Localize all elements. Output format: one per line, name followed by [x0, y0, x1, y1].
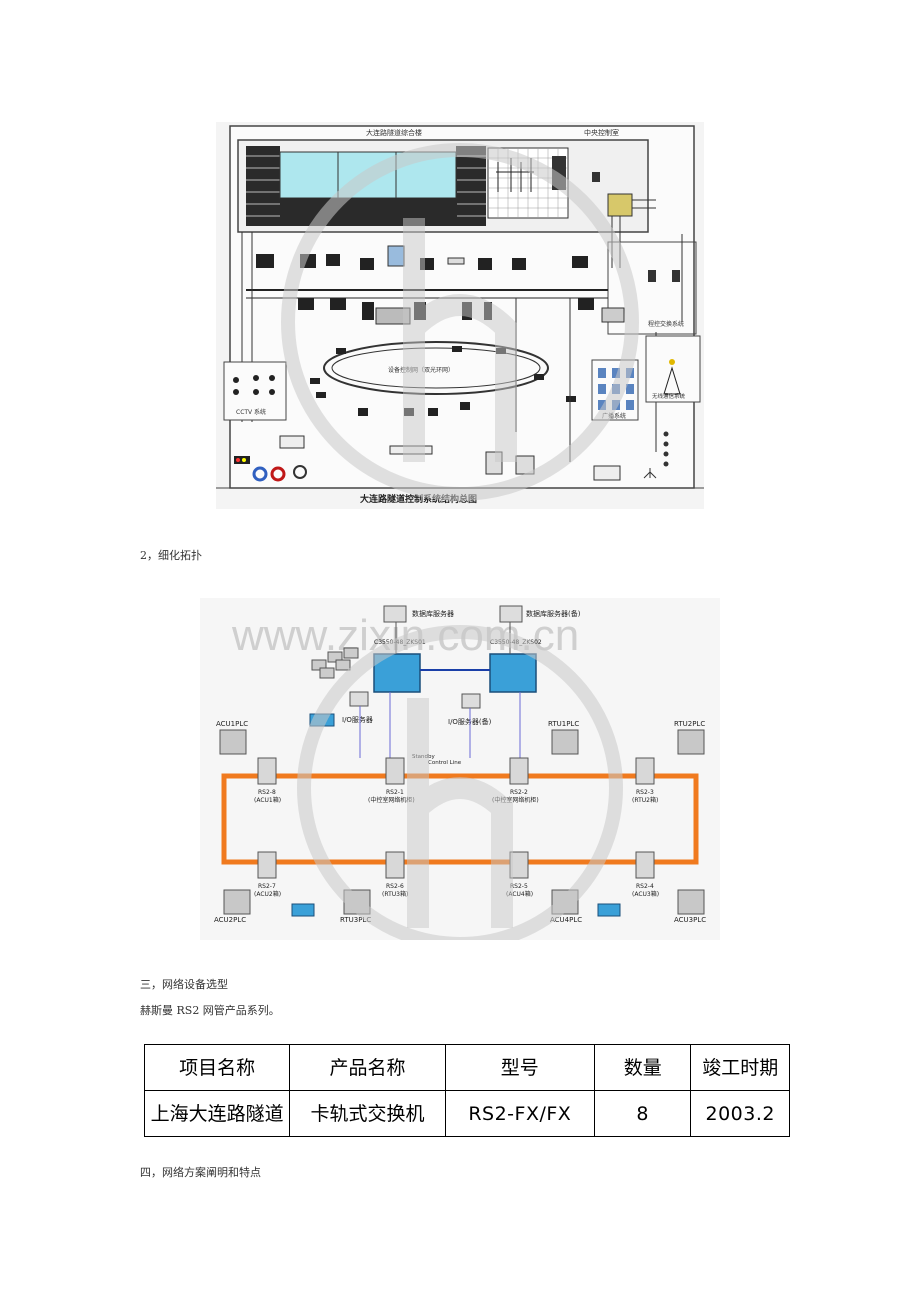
header-quantity: 数量 [593, 1044, 692, 1091]
rs-top-2-name: RS2-1 [386, 789, 404, 796]
system-overview-svg: 设备控制网（双光环网） CCTV 系统 [216, 122, 704, 509]
header-project: 项目名称 [143, 1044, 291, 1091]
rs-bottom-1-sub: (ACU2箱) [254, 890, 281, 898]
header-completion: 竣工时期 [690, 1044, 790, 1091]
cell-quantity: 8 [593, 1090, 692, 1137]
system-overview-diagram: 设备控制网（双光环网） CCTV 系统 [216, 122, 704, 509]
topology-diagram: www.zixin.com.cn 数据库服务器 数据库服务器(备) C3550-… [200, 598, 720, 951]
plc-top-3: RTU2PLC [674, 720, 705, 728]
plc-bottom-1: ACU2PLC [214, 916, 246, 924]
rs-bottom-3-sub: (ACU4箱) [506, 890, 533, 898]
cctv-label: CCTV 系统 [236, 408, 266, 416]
rs-top-3-sub: (中控室网络机柜) [492, 796, 539, 804]
plc-bottom-3: ACU4PLC [550, 916, 582, 924]
plc-top-2: RTU1PLC [548, 720, 579, 728]
broadcast-label: 广播系统 [602, 412, 626, 420]
topology-svg: www.zixin.com.cn 数据库服务器 数据库服务器(备) C3550-… [200, 598, 720, 951]
rs-top-4-sub: (RTU2箱) [632, 796, 658, 804]
rs-bottom-4-sub: (ACU3箱) [632, 890, 659, 898]
section-3-title: 三，网络设备选型 [140, 978, 228, 991]
cell-product: 卡轨式交换机 [289, 1090, 446, 1137]
rs-bottom-1-name: RS2-7 [258, 883, 276, 890]
db-server-backup-label: 数据库服务器(备) [526, 609, 581, 618]
io-server-label: I/O服务器 [342, 715, 373, 724]
plc-top-1: ACU1PLC [216, 720, 248, 728]
rs-top-2-sub: (中控室网络机柜) [368, 796, 415, 804]
rs-bottom-3-name: RS2-5 [510, 883, 528, 890]
cell-completion: 2003.2 [690, 1090, 790, 1137]
rs-bottom-4-name: RS2-4 [636, 883, 654, 890]
cell-model: RS2-FX/FX [444, 1090, 595, 1137]
rs-bottom-2-name: RS2-6 [386, 883, 404, 890]
header-model: 型号 [444, 1044, 595, 1091]
section-4-title: 四，网络方案阐明和特点 [140, 1166, 261, 1179]
table-row: 上海大连路隧道 卡轨式交换机 RS2-FX/FX 8 2003.2 [143, 1090, 790, 1137]
db-server-label: 数据库服务器 [412, 609, 454, 618]
room-title: 中央控制室 [584, 128, 619, 137]
radio-label: 无线通信系统 [652, 392, 686, 400]
section-3-text: 赫斯曼 RS2 网管产品系列。 [140, 1004, 280, 1017]
table-header-row: 项目名称 产品名称 型号 数量 竣工时期 [143, 1044, 790, 1091]
plc-bottom-4: ACU3PLC [674, 916, 706, 924]
rs-top-3-name: RS2-2 [510, 789, 528, 796]
rs-top-1-sub: (ACU1箱) [254, 796, 281, 804]
rs-top-4-name: RS2-3 [636, 789, 654, 796]
equipment-table: 项目名称 产品名称 型号 数量 竣工时期 上海大连路隧道 卡轨式交换机 RS2-… [143, 1044, 790, 1137]
header-product: 产品名称 [289, 1044, 446, 1091]
plc-bottom-2: RTU3PLC [340, 916, 371, 924]
rs-bottom-2-sub: (RTU3箱) [382, 890, 408, 898]
rs-top-1-name: RS2-8 [258, 789, 276, 796]
control-line-label: Control Line [428, 760, 462, 766]
section-2-title: 2，细化拓扑 [140, 549, 202, 562]
building-title: 大连路隧道综合楼 [366, 128, 422, 137]
phone-label: 程控交换系统 [648, 320, 684, 328]
cell-project: 上海大连路隧道 [143, 1090, 291, 1137]
